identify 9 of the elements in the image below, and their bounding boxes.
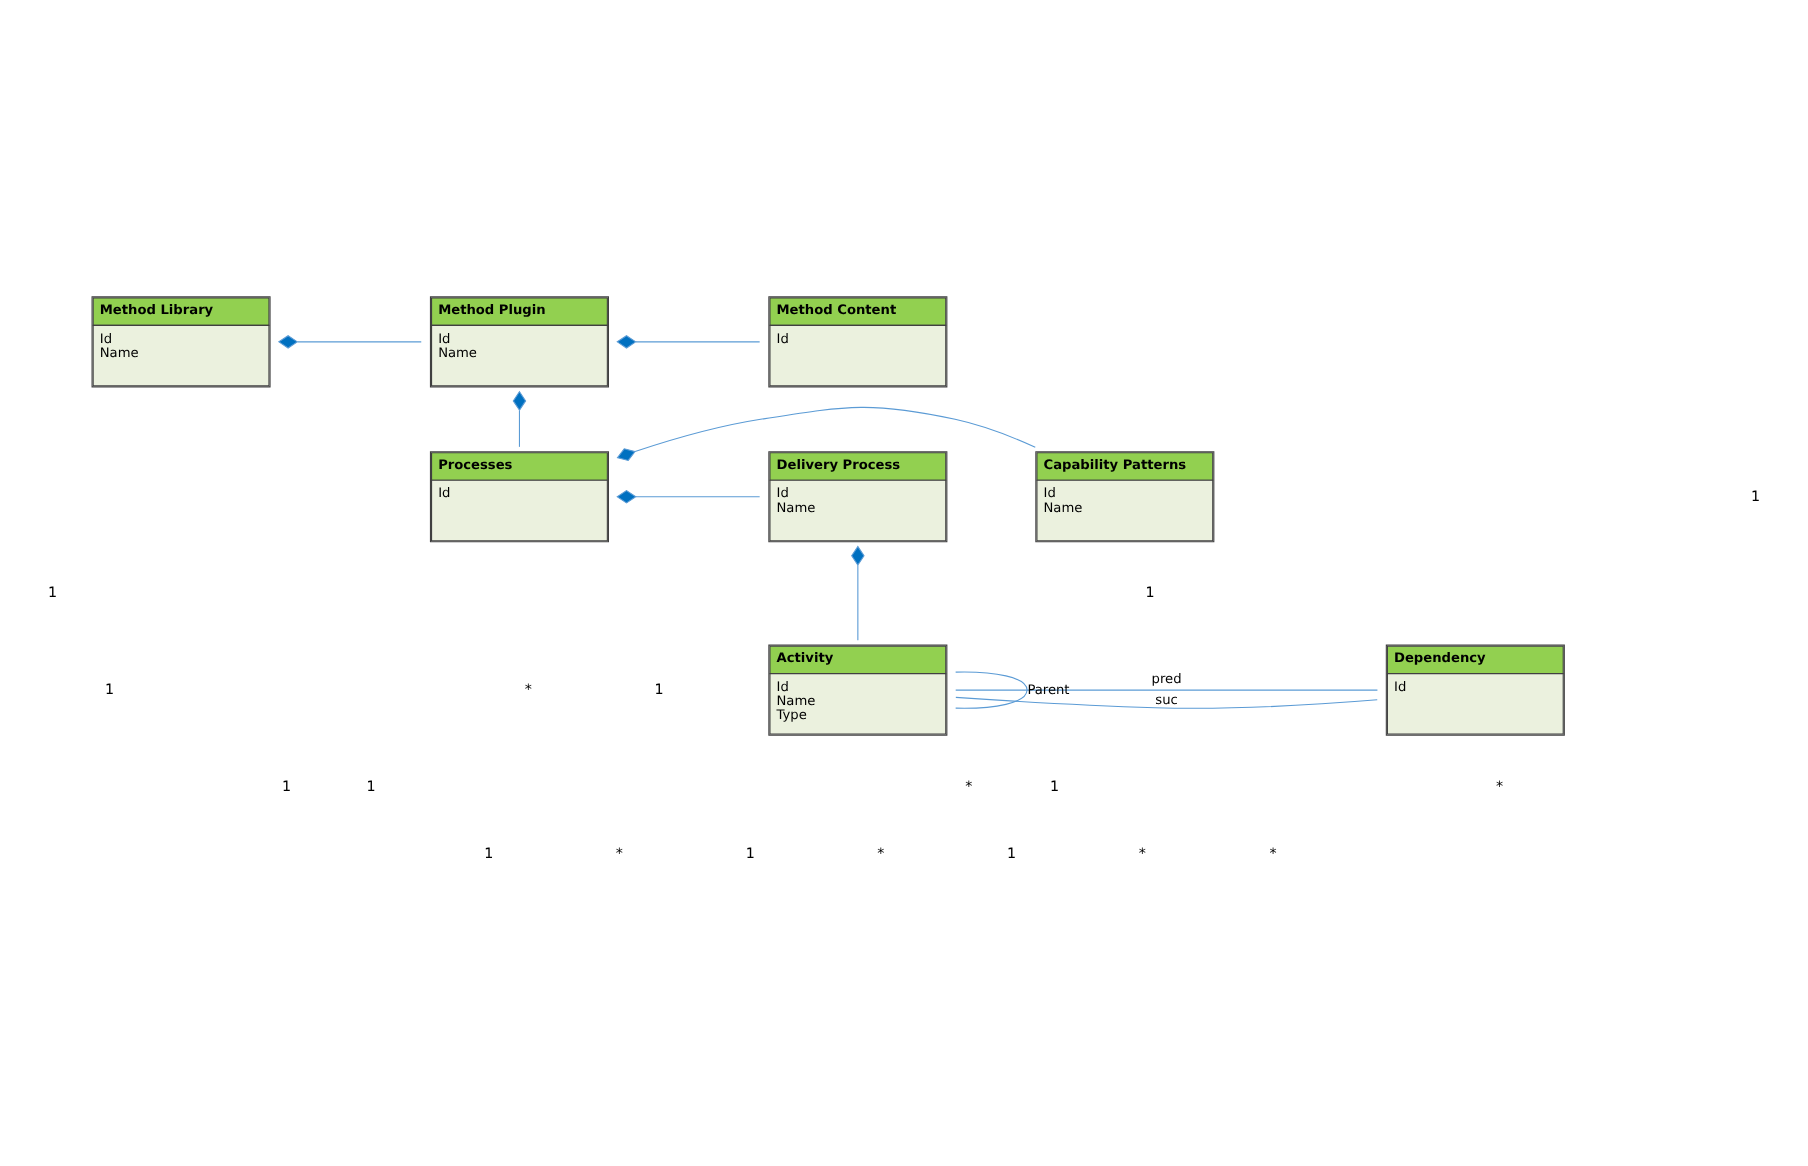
connector [277,335,422,349]
connector [616,406,1036,462]
connector [616,335,761,349]
connector [851,545,865,641]
connector [512,390,527,448]
connector [616,489,761,504]
connector [955,696,1378,709]
connector [955,689,1378,691]
connector [955,671,1028,709]
